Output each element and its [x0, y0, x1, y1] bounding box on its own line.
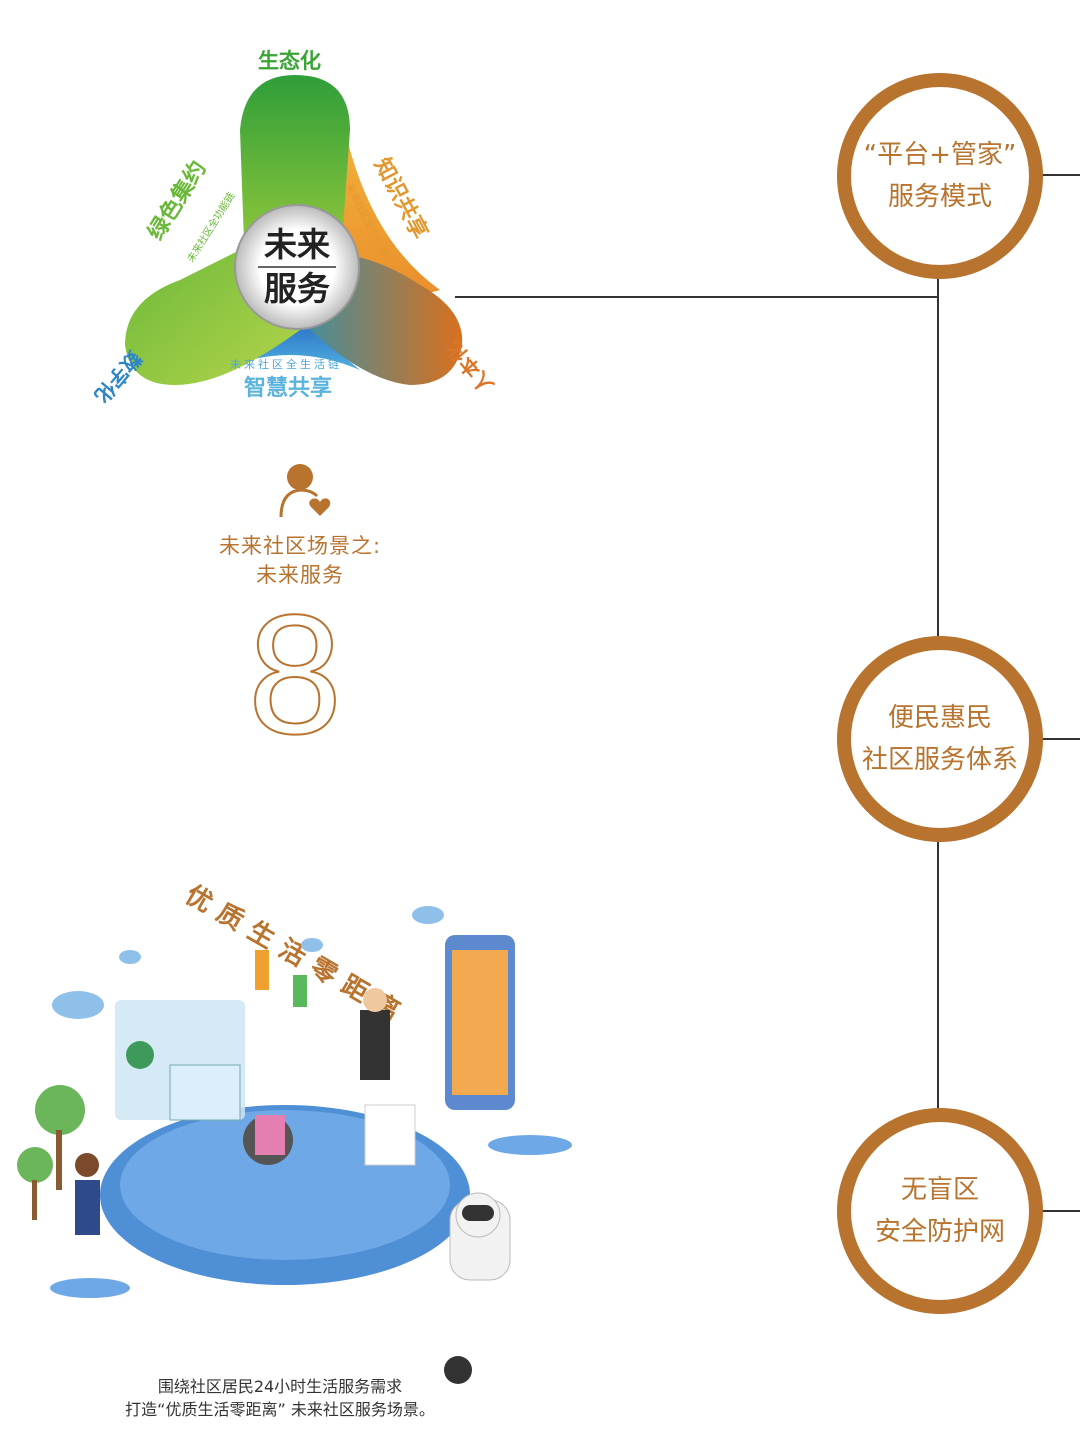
connector-stub-3 [1040, 1210, 1080, 1212]
node-line1: 便民惠民 [887, 703, 992, 733]
center-title-bottom: 服务 [264, 269, 330, 308]
bottom-arc-title: 智慧共享 [244, 376, 333, 401]
node-line1: 无盲区 [900, 1175, 979, 1205]
node-line1: “平台+管家” [863, 140, 1017, 170]
caption-line1: 围绕社区居民24小时生活服务需求 [157, 1377, 403, 1396]
bottom-arc-sub: 未来社区全生活链 [230, 358, 342, 371]
caption-line2: 打造“优质生活零距离” 未来社区服务场景。 [125, 1400, 435, 1419]
center-title-top: 未来 [264, 225, 330, 264]
scene-number: 8 [247, 580, 344, 770]
connector-stub-1 [1040, 174, 1080, 176]
person-heart-icon [279, 464, 331, 518]
node-line2: 服务模式 [887, 182, 992, 212]
node-line2: 社区服务体系 [861, 745, 1018, 775]
connector-horizontal [455, 296, 938, 298]
label-top: 生态化 [258, 49, 321, 73]
node-safety-network: 无盲区 安全防护网 [837, 1108, 1043, 1314]
scene-title-line1: 未来社区场景之: [218, 534, 382, 558]
scene-title-line2: 未来服务 [256, 563, 344, 587]
connector-stub-2 [1040, 738, 1080, 740]
office-illustration [17, 906, 572, 1384]
node-line2: 安全防护网 [874, 1217, 1005, 1247]
node-convenience-service: 便民惠民 社区服务体系 [837, 636, 1043, 842]
trefoil-diagram [125, 75, 463, 385]
node-platform-butler: “平台+管家” 服务模式 [837, 73, 1043, 279]
